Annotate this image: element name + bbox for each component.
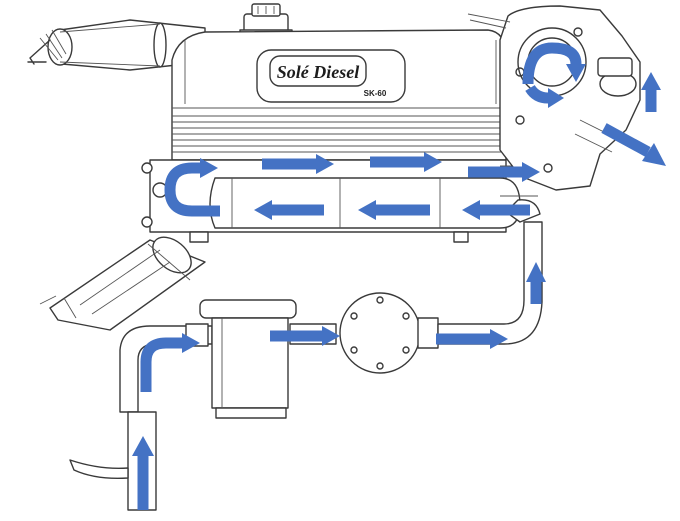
air-intake-hose [27, 19, 206, 71]
flow-arrow-return-2 [358, 200, 430, 220]
flow-arrow-exhaust-out [601, 123, 666, 166]
flow-arrow-elbow-to-strainer [140, 333, 200, 392]
flow-arrow-manifold-loop [522, 42, 586, 108]
arrow-head [132, 436, 154, 456]
flow-arrow-forward-3 [468, 162, 540, 182]
flow-arrows [132, 42, 666, 510]
flow-arrow-forward-1 [262, 154, 334, 174]
lower-left-hose [39, 236, 206, 331]
flow-arrow-pump-outlet [436, 329, 508, 349]
flow-arrow-forward-2 [370, 152, 442, 172]
flow-arrow-exhaust-up [641, 72, 661, 112]
engine-drawing: Solé Diesel SK-60 [27, 3, 641, 511]
flow-arrow-u-turn-left [164, 158, 220, 217]
flow-arrow-riser-up [526, 262, 546, 304]
flow-arrow-return-1 [462, 200, 530, 220]
brand-logo-text: Solé Diesel [277, 62, 360, 82]
flow-arrow-return-3 [254, 200, 324, 220]
flow-arrow-intake-up [132, 436, 154, 510]
logo-plate: Solé Diesel SK-60 [256, 49, 406, 103]
flow-arrow-strainer-to-pump [270, 326, 340, 346]
model-label: SK-60 [364, 89, 387, 98]
sea-water-strainer [199, 299, 297, 419]
